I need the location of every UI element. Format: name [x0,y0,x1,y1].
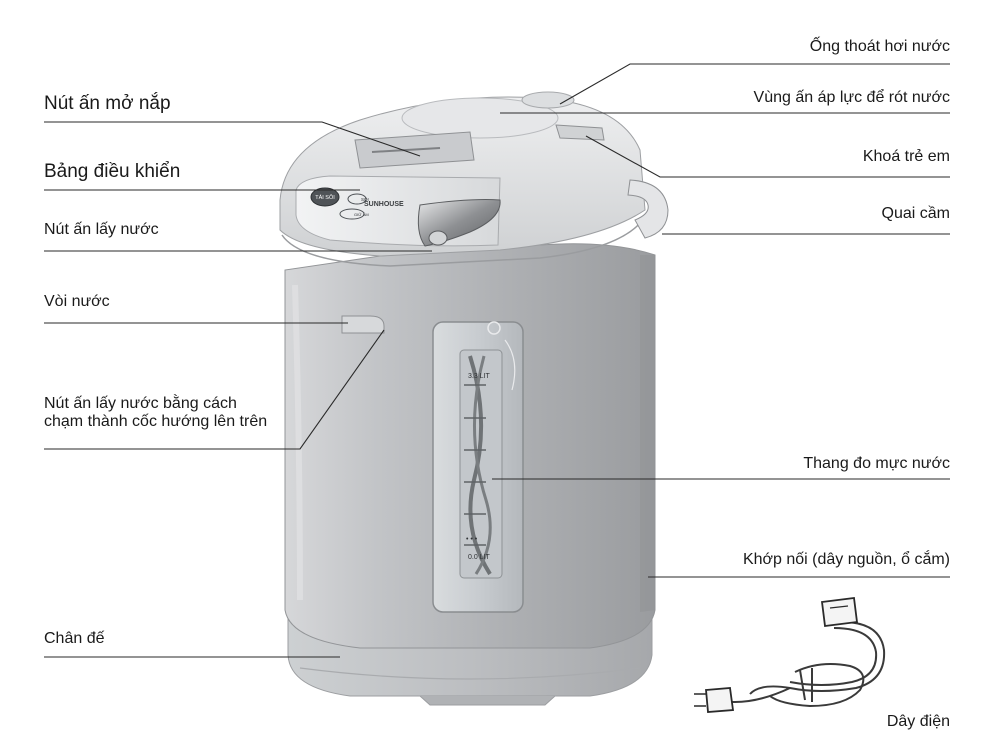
label-connector: Khớp nối (dây nguồn, ổ cắm) [742,551,950,568]
label-child-lock: Khoá trẻ em [862,148,950,165]
brand-label: SUNHOUSE [364,201,404,208]
handle-shape [627,179,669,239]
led-keep-warm-label: GIỮ ẤM [354,212,369,217]
cord-plug-shape [705,687,735,713]
label-base: Chân đế [44,630,105,647]
label-cup-press-button: Nút ấn lấy nước bằng cách chạm thành cốc… [44,395,268,431]
leader-child-lock [585,135,950,178]
svg-text:• • •: • • • [466,536,478,543]
leader-steam-vent [559,63,950,105]
label-pressure-pump-area: Vùng ấn áp lực để rót nước [753,89,950,106]
label-steam-vent: Ống thoát hơi nước [809,38,950,55]
gauge-max-label: 3.3 LIT [468,373,491,380]
label-water-level-gauge: Thang đo mực nước [803,455,950,472]
led-boil-label: SÔI [361,196,369,202]
reboil-button-shape [310,187,340,207]
label-handle: Quai cầm [881,205,950,222]
spout-shape [341,315,385,334]
label-control-panel: Bảng điều khiển [44,161,181,182]
child-lock-shape [555,124,605,141]
leader-lines [44,63,950,658]
leader-cup-press [44,329,385,450]
label-power-cord: Dây điện [886,713,950,730]
reboil-button-label: TÁI SÔI [315,194,335,201]
label-dispense-button: Nút ấn lấy nước [44,221,159,238]
label-open-lid-button: Nút ấn mở nắp [44,93,171,114]
leader-open-lid [44,121,421,157]
power-cord [718,620,886,708]
pump-area-shape [401,97,559,139]
gauge-min-label: 0.0 LIT [468,554,491,561]
cord-connector-shape [820,596,859,628]
label-spout: Vòi nước [44,293,110,310]
